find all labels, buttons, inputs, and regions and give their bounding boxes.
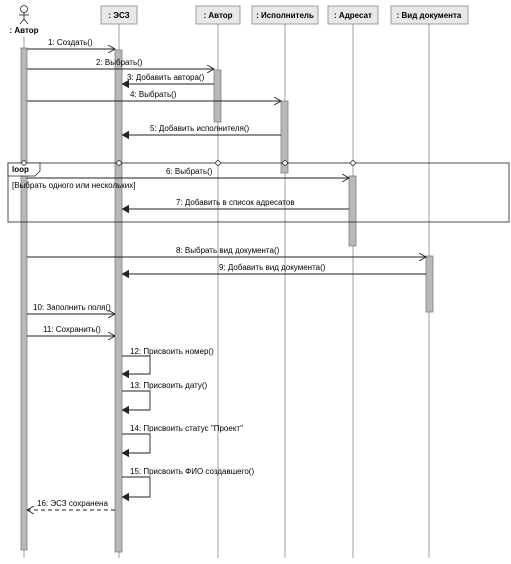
message-3: 3: Добавить автора() bbox=[122, 73, 214, 84]
object-executor-box[interactable]: : Исполнитель bbox=[251, 5, 319, 25]
message-4: 4: Выбрать() bbox=[27, 90, 281, 101]
activation-addressee bbox=[348, 175, 357, 247]
message-14-label: 14: Присвоить статус "Проект" bbox=[130, 424, 243, 433]
message-5: 5: Добавить исполнителя() bbox=[122, 124, 281, 135]
activation-executor bbox=[280, 100, 289, 174]
message-5-label: 5: Добавить исполнителя() bbox=[150, 124, 250, 133]
message-10: 10: Заполнить поля() bbox=[27, 303, 115, 314]
message-6: 6: Выбрать() bbox=[27, 167, 349, 178]
message-16-label: 16: ЭСЗ сохранена bbox=[37, 499, 108, 508]
message-8-label: 8: Выбрать вид документа() bbox=[176, 246, 280, 255]
message-9: 9: Добавить вид документа() bbox=[122, 263, 426, 274]
message-1-label: 1: Создать() bbox=[48, 38, 93, 47]
object-esz-box[interactable]: : ЭСЗ bbox=[100, 5, 138, 25]
message-8: 8: Выбрать вид документа() bbox=[27, 246, 426, 257]
object-addressee-box[interactable]: : Адресат bbox=[327, 5, 379, 25]
loop-operator-label: loop bbox=[12, 165, 29, 174]
activation-doctype bbox=[425, 255, 434, 313]
message-11-label: 11: Сохранить() bbox=[43, 325, 101, 334]
message-7: 7: Добавить в список адресатов bbox=[122, 198, 349, 209]
message-1: 1: Создать() bbox=[27, 38, 115, 49]
message-16: 16: ЭСЗ сохранена bbox=[27, 499, 115, 510]
message-12-label: 12: Присвоить номер() bbox=[130, 347, 214, 356]
activation-author bbox=[213, 69, 222, 123]
actor-author-icon bbox=[19, 5, 29, 25]
message-3-label: 3: Добавить автора() bbox=[127, 73, 205, 82]
object-author-label: : Автор bbox=[203, 11, 232, 20]
loop-fragment: loop [Выбрать одного или нескольких] bbox=[7, 160, 510, 223]
message-13-label: 13: Присвоить дату() bbox=[130, 381, 208, 390]
message-12: 12: Присвоить номер() bbox=[122, 347, 214, 374]
activation-esz bbox=[114, 49, 123, 553]
message-7-label: 7: Добавить в список адресатов bbox=[176, 198, 295, 207]
object-addressee-label: : Адресат bbox=[334, 11, 372, 20]
message-11: 11: Сохранить() bbox=[27, 325, 115, 336]
object-doctype-label: : Вид документа bbox=[397, 11, 462, 20]
message-2: 2: Выбрать() bbox=[27, 58, 214, 69]
message-6-label: 6: Выбрать() bbox=[166, 167, 213, 176]
object-author-box[interactable]: : Автор bbox=[195, 5, 241, 25]
message-15: 15: Присвоить ФИО создавшего() bbox=[122, 467, 254, 497]
message-9-label: 9: Добавить вид документа() bbox=[219, 263, 326, 272]
message-4-label: 4: Выбрать() bbox=[130, 90, 177, 99]
message-10-label: 10: Заполнить поля() bbox=[33, 303, 111, 312]
object-doctype-box[interactable]: : Вид документа bbox=[390, 5, 469, 25]
message-2-label: 2: Выбрать() bbox=[96, 58, 143, 67]
message-15-label: 15: Присвоить ФИО создавшего() bbox=[130, 467, 254, 476]
object-executor-label: : Исполнитель bbox=[256, 11, 314, 20]
message-14: 14: Присвоить статус "Проект" bbox=[122, 424, 243, 453]
loop-guard-label: [Выбрать одного или нескольких] bbox=[12, 181, 135, 190]
message-13: 13: Присвоить дату() bbox=[122, 381, 208, 410]
object-esz-label: : ЭСЗ bbox=[108, 11, 129, 20]
actor-label: : Автор bbox=[9, 26, 38, 35]
activation-actor bbox=[20, 47, 28, 551]
